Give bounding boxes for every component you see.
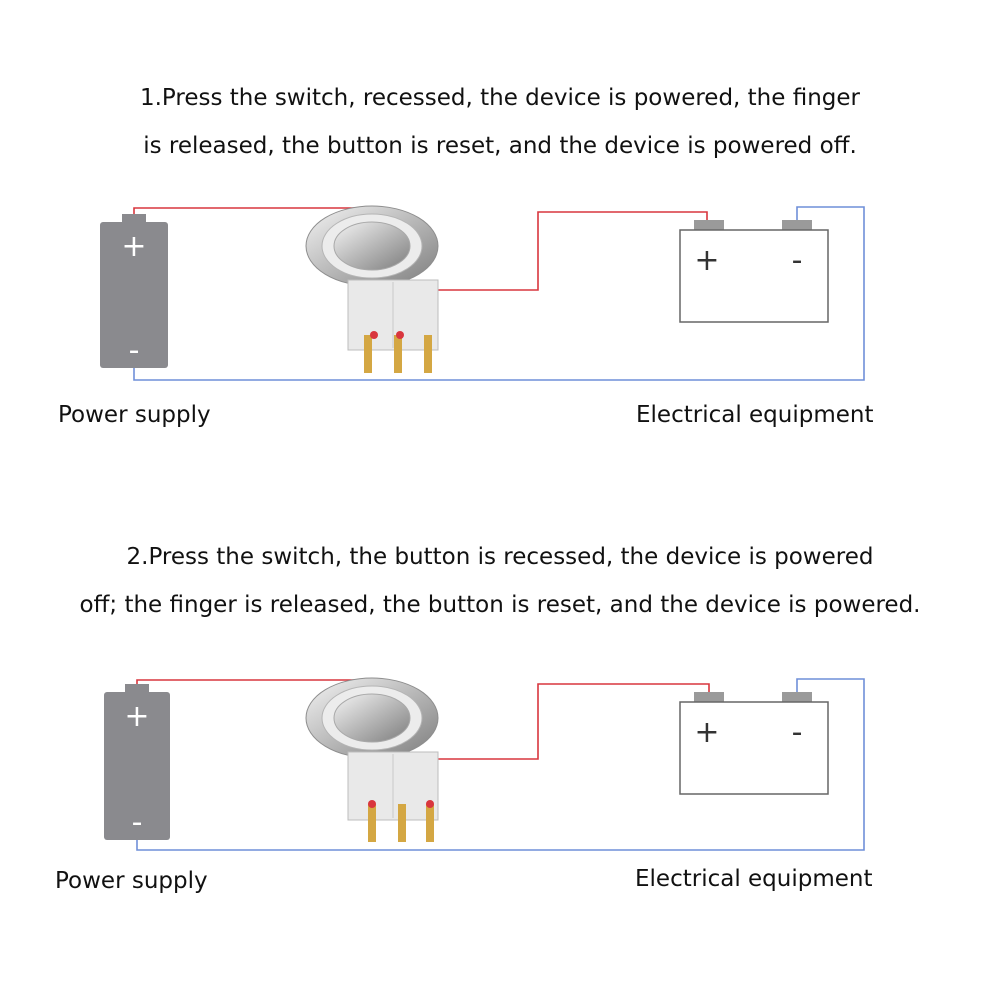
caption-1: 1.Press the switch, recessed, the device… (0, 74, 1000, 170)
equipment-plus-sign: + (694, 715, 719, 750)
battery: + - (104, 684, 170, 840)
push-button-switch (305, 205, 439, 373)
equipment-plus-sign: + (694, 243, 719, 278)
battery-minus-sign: - (129, 333, 140, 368)
electrical-equipment-label-1: Electrical equipment (636, 402, 874, 428)
negative-wire-equipment-to-supply (133, 206, 865, 381)
wiring-diagram-1: + - + - (100, 205, 865, 381)
electrical-equipment: + - (679, 692, 829, 795)
battery-plus-sign: + (121, 229, 146, 264)
equipment-minus-sign: - (792, 243, 803, 278)
battery-minus-sign: - (132, 805, 143, 840)
push-button-switch (305, 677, 439, 842)
caption-2-line-1: 2.Press the switch, the button is recess… (126, 544, 874, 570)
battery-plus-sign: + (124, 699, 149, 734)
caption-2-line-2: off; the finger is released, the button … (79, 592, 921, 618)
caption-1-line-2: is released, the button is reset, and th… (143, 133, 857, 159)
power-supply-label-1: Power supply (58, 402, 211, 428)
power-supply-label-2: Power supply (55, 868, 208, 894)
caption-1-line-1: 1.Press the switch, recessed, the device… (139, 85, 860, 111)
negative-wire-equipment-to-supply (136, 678, 865, 851)
electrical-equipment-label-2: Electrical equipment (635, 866, 873, 892)
positive-wire-switch-to-equipment (429, 683, 710, 804)
wiring-diagram-2: + - + - (104, 677, 865, 851)
battery: + - (100, 214, 168, 368)
electrical-equipment: + - (679, 220, 829, 323)
caption-2: 2.Press the switch, the button is recess… (0, 533, 1000, 629)
positive-wire-switch-to-equipment (399, 211, 708, 335)
equipment-minus-sign: - (792, 715, 803, 750)
